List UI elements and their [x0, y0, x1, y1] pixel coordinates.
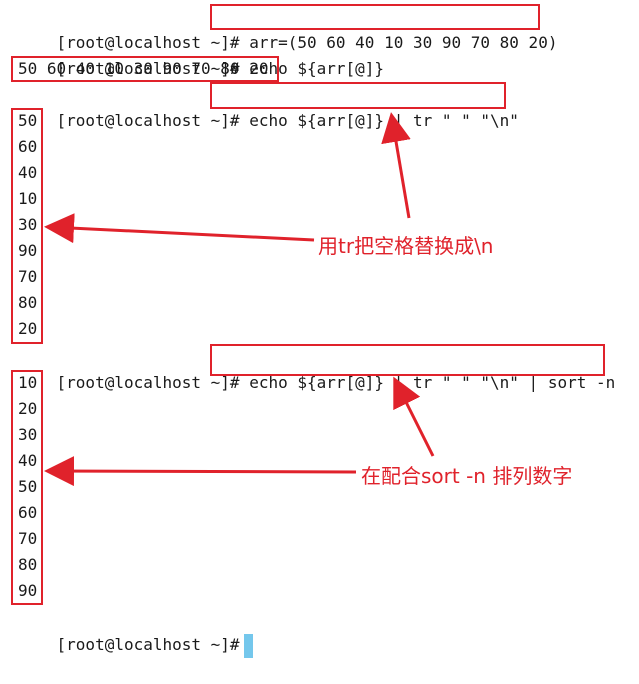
annotation-tr-note: 用tr把空格替换成\n: [318, 234, 494, 258]
highlight-box-assign: [210, 4, 540, 30]
terminal-line-assign: [root@localhost ~]# arr=(50 60 40 10 30 …: [18, 4, 558, 52]
highlight-box-tr-output: [11, 108, 43, 344]
sort-output-line: 90: [18, 581, 38, 600]
arrow-to-tr-output: [44, 213, 315, 244]
command-assign-array: arr=(50 60 40 10 30 90 70 80 20): [249, 33, 558, 52]
text-cursor: [243, 633, 253, 658]
highlight-box-tr-command: [210, 82, 506, 109]
sort-output-line: 40: [18, 451, 38, 470]
terminal-line-sort: [root@localhost ~]# echo ${arr[@]} | tr …: [18, 344, 616, 392]
sort-output-line: 30: [18, 425, 38, 444]
echo-output: 50 60 40 10 30 90 70 80 20: [18, 59, 269, 78]
tr-output-line: 60: [18, 137, 38, 156]
tr-output-line: 80: [18, 293, 38, 312]
tr-output-line: 20: [18, 319, 38, 338]
tr-output-line: 90: [18, 241, 38, 260]
shell-prompt: [root@localhost ~]#: [56, 111, 240, 130]
command-sort: echo ${arr[@]} | tr " " "\n" | sort -n: [249, 373, 616, 392]
sort-output-line: 70: [18, 529, 38, 548]
highlight-box-echo-output: [11, 56, 279, 82]
sort-output-line: 20: [18, 399, 38, 418]
annotation-arrows: [44, 112, 435, 487]
sort-output-line: 10: [18, 373, 38, 392]
highlight-box-sort-output: [11, 370, 43, 605]
tr-output-line: 50: [18, 111, 38, 130]
tr-output-line: 40: [18, 163, 38, 182]
highlight-box-sort-command: [210, 344, 605, 376]
arrow-to-sort-command: [393, 376, 435, 457]
tr-output-line: 70: [18, 267, 38, 286]
shell-prompt: [root@localhost ~]#: [56, 373, 240, 392]
shell-prompt: [root@localhost ~]#: [56, 33, 240, 52]
shell-prompt: [root@localhost ~]#: [56, 59, 240, 78]
tr-output-line: 10: [18, 189, 38, 208]
sort-output-line: 60: [18, 503, 38, 522]
annotation-sort-note: 在配合sort -n 排列数字: [361, 464, 573, 488]
sort-output-line: 50: [18, 477, 38, 496]
arrow-to-sort-output: [44, 456, 357, 487]
sort-output-line: 80: [18, 555, 38, 574]
terminal-window[interactable]: [root@localhost ~]# arr=(50 60 40 10 30 …: [0, 0, 639, 658]
arrow-to-tr-command: [381, 112, 411, 219]
tr-output-line: 30: [18, 215, 38, 234]
